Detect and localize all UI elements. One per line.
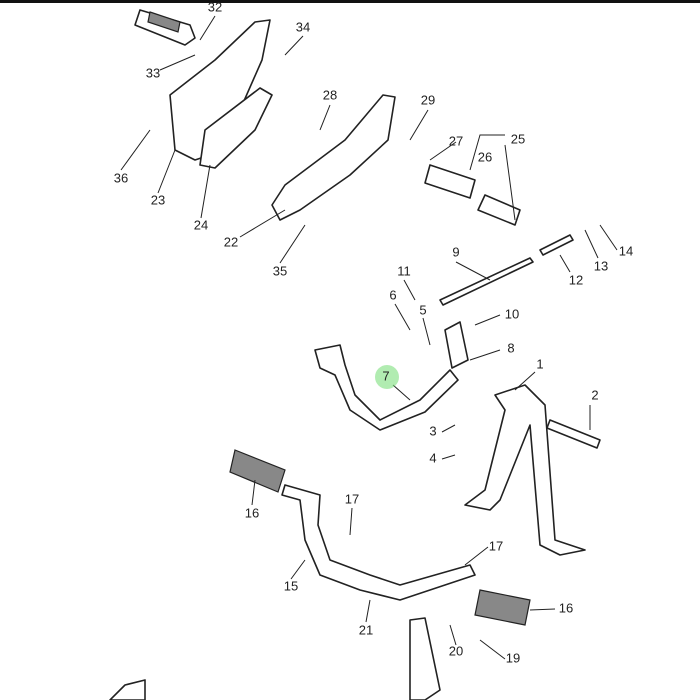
main-stand xyxy=(464,384,586,556)
rear-footrest-left xyxy=(134,9,196,46)
rear-footrest-right xyxy=(424,164,521,226)
callout-5: 5 xyxy=(419,302,426,317)
callout-2: 2 xyxy=(591,387,598,402)
callout-24: 24 xyxy=(194,217,208,232)
callout-6: 6 xyxy=(389,287,396,302)
callout-labels: 32 34 33 28 29 36 27 25 26 23 24 22 35 9… xyxy=(114,0,633,665)
rear-bracket-right xyxy=(271,94,396,221)
callout-27: 27 xyxy=(449,133,463,148)
callout-4: 4 xyxy=(429,450,436,465)
callout-14: 14 xyxy=(619,243,633,258)
callout-3: 3 xyxy=(429,423,436,438)
callout-17b: 17 xyxy=(489,538,503,553)
callout-22: 22 xyxy=(224,234,238,249)
callout-19: 19 xyxy=(506,650,520,665)
callout-33: 33 xyxy=(146,65,160,80)
callout-11: 11 xyxy=(397,263,411,278)
highlight-marker xyxy=(375,365,399,389)
callout-9: 9 xyxy=(452,244,459,259)
rod xyxy=(439,257,534,306)
callout-35: 35 xyxy=(273,263,287,278)
footrest-bar xyxy=(281,484,476,601)
pedal-arm xyxy=(444,321,469,369)
callout-13: 13 xyxy=(594,258,608,273)
callout-29: 29 xyxy=(421,92,435,107)
top-border xyxy=(0,0,700,3)
callout-16: 16 xyxy=(245,505,259,520)
spring-12 xyxy=(539,234,574,256)
front-footrest-left xyxy=(229,449,286,493)
callout-21: 21 xyxy=(359,622,373,637)
callout-10: 10 xyxy=(505,306,519,321)
callout-12: 12 xyxy=(569,272,583,287)
side-stand xyxy=(409,617,441,700)
callout-34: 34 xyxy=(296,19,310,34)
brake-pedal xyxy=(314,344,459,431)
callout-26: 26 xyxy=(478,149,492,164)
callout-17: 17 xyxy=(345,491,359,506)
callout-15: 15 xyxy=(284,578,298,593)
stand-pin xyxy=(546,419,601,449)
callout-16b: 16 xyxy=(559,600,573,615)
logo-arrow xyxy=(109,679,146,700)
callout-20: 20 xyxy=(449,643,463,658)
callout-25: 25 xyxy=(511,131,525,146)
front-footrest-right xyxy=(474,589,531,626)
callout-23: 23 xyxy=(151,192,165,207)
bracket-plate xyxy=(199,87,273,169)
callout-8: 8 xyxy=(507,340,514,355)
leader-lines xyxy=(120,15,618,660)
callout-32: 32 xyxy=(208,0,222,14)
callout-36: 36 xyxy=(114,170,128,185)
callout-7-highlighted: 7 xyxy=(382,368,389,383)
callout-1: 1 xyxy=(536,356,543,371)
callout-28: 28 xyxy=(323,87,337,102)
